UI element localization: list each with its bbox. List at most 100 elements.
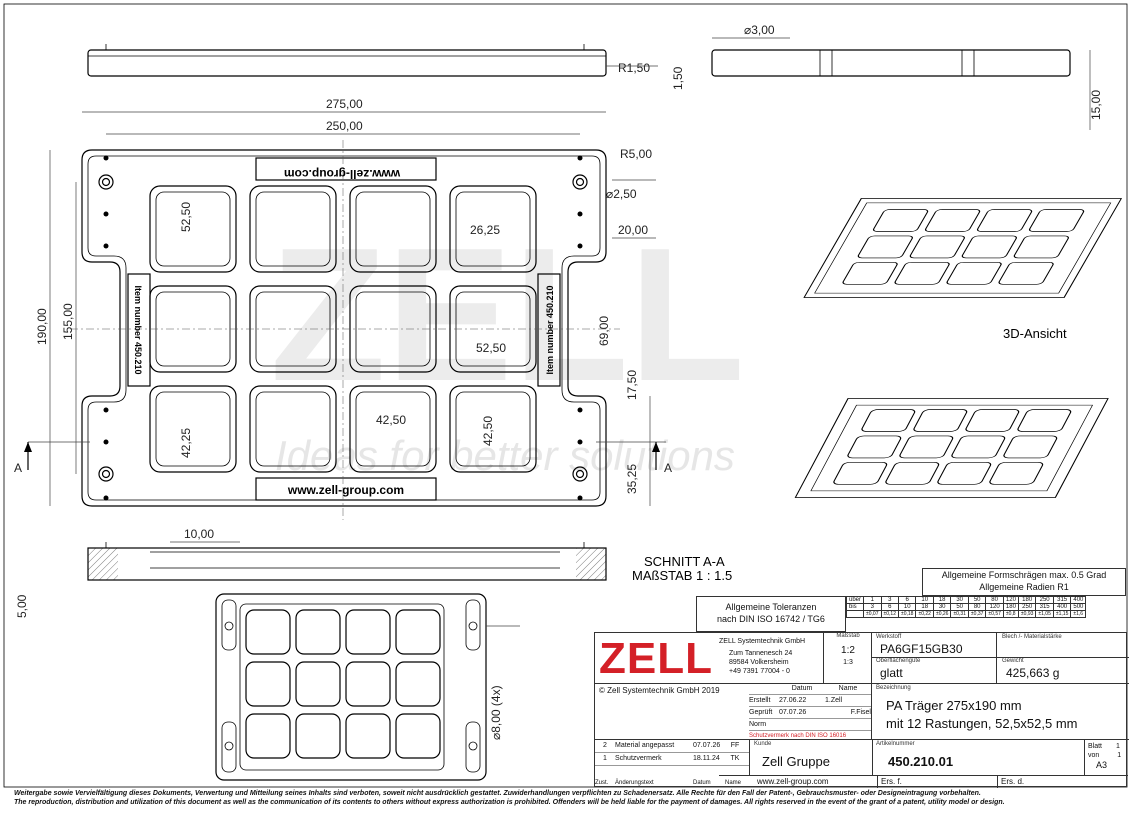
tol-bis-cell: 6 [880,603,899,611]
section-marker-right: A [664,461,672,475]
section-title: SCHNITT A-A [644,554,725,569]
designation-box: Bezeichnung PA Träger 275x190 mm mit 12 … [871,683,1129,740]
watermark-tagline: Ideas for better solutions [275,432,735,479]
blatt-value: 1 [1115,743,1120,750]
tol-bis-cell: 50 [950,603,969,611]
plate-url-bottom: www.zell-group.com [287,483,404,497]
geprueft-label: Geprüft [749,709,773,716]
scale-value-2: 1:3 [843,659,853,666]
dim-190: 190,00 [35,308,49,345]
tol-label-bis: bis [845,603,865,611]
dim-42-50-a: 42,50 [376,413,406,427]
company-address: ZELL Systemtechnik GmbH Zum Tannenesch 2… [719,637,805,676]
divider [595,683,871,684]
scale-box: Maßstab 1:2 1:3 [823,633,872,683]
iso-view-top [803,198,1123,298]
kunde-label: Kunde [754,741,772,747]
tolerance-title: Allgemeine Toleranzen [725,602,817,612]
dim-17-50: 17,50 [625,370,639,400]
section-scale: MAßSTAB 1 : 1.5 [632,568,732,583]
dim-52-50-a: 52,50 [179,202,193,232]
dim-42-25: 42,25 [179,428,193,458]
tol-bis-cell: 3 [863,603,882,611]
erstellt-date: 27.06.22 [779,697,807,704]
tol-ueber-cell: 6 [897,596,917,604]
dim-dia8: ⌀8,00 (4x) [489,685,503,740]
company-street: Zum Tannenesch 24 [729,650,793,657]
tol-value-cell: ±0,8 [1002,610,1019,618]
tol-value-cell: ±0,57 [985,610,1004,618]
artikel-label: Artikelnummer [876,741,915,747]
tol-ueber-cell: 315 [1052,596,1072,604]
zell-logo: ZELL [599,634,713,683]
customer-row: Kunde Zell Gruppe Artikelnummer 450.210.… [749,739,1129,776]
material-box: Werkstoff PA6GF15GB30 Blech /- Materials… [871,633,1129,683]
tol-value-cell: ±0,22 [915,610,934,618]
section-marker-left: A [14,461,22,475]
dim-250: 250,00 [326,119,363,133]
tol-bis-cell: 180 [1002,603,1019,611]
tol-value-cell: ±1,6 [1070,610,1087,618]
tol-ueber-cell: 50 [967,596,987,604]
plate-item-left: Item number 450.210 [133,285,143,374]
tol-bis-cell: 250 [1017,603,1037,611]
company-city: 89584 Volkersheim [729,659,789,666]
top-edge-view-left [87,44,607,77]
bezeichnung-line-2: mit 12 Rastungen, 52,5x52,5 mm [886,716,1078,731]
dim-dia3: ⌀3,00 [744,23,775,37]
gewicht-label: Gewicht [1002,658,1024,664]
geprueft-date: 07.07.26 [779,709,807,716]
dim-r1-5: R1,50 [618,61,650,75]
tol-ueber-cell: 400 [1070,596,1087,604]
copyright: © Zell Systemtechnik GmbH 2019 [599,686,720,695]
tol-ueber-cell: 80 [985,596,1004,604]
general-notes: Allgemeine Formschrägen max. 0.5 Grad Al… [922,568,1126,596]
tol-ueber-cell: 10 [915,596,934,604]
footer-url: www.zell-group.com [757,777,829,786]
dim-69: 69,00 [597,316,611,346]
tol-ueber-cell: 120 [1002,596,1019,604]
tol-value-cell: ±1,15 [1052,610,1072,618]
dim-5: 5,00 [15,594,29,618]
legal-footer: Weitergabe sowie Vervielfältigung dieses… [14,789,1124,807]
drawing-border [3,3,1128,788]
plan-dimensions [28,111,666,506]
dim-15: 15,00 [1089,90,1103,120]
section-arrow-left [24,442,32,470]
company-name: ZELL Systemtechnik GmbH [719,638,806,645]
tolerance-row-values: ±0,07±0,12±0,18±0,22±0,26±0,31±0,37±0,57… [845,610,1087,618]
dim-26-25: 26,25 [470,223,500,237]
ers-d: Ers. d. [997,776,1024,788]
tolerance-standard: nach DIN ISO 16742 / TG6 [717,614,825,624]
tol-ueber-cell: 3 [880,596,899,604]
url-row: www.zell-group.com Ers. f. Ers. d. [719,775,1128,788]
dim-dia2-5: ⌀2,50 [606,187,637,201]
dim-155: 155,00 [61,303,75,340]
norm-label: Norm [749,721,767,728]
tol-ueber-cell: 1 [863,596,882,604]
note-radii: Allgemeine Radien R1 [979,582,1069,592]
tol-value-cell: ±0,12 [880,610,899,618]
tol-bis-cell: 80 [967,603,987,611]
plate-url-top: www.zell-group.com [284,167,401,181]
werkstoff-label: Werkstoff [876,634,902,640]
tol-value-cell: ±0,18 [897,610,917,618]
tol-label-ueber: über [845,596,865,604]
geprueft-name: F.Fisel [850,709,871,716]
plan-view [70,140,620,520]
blatt-label: Blatt [1088,743,1103,750]
kunde-value: Zell Gruppe [762,754,830,769]
section-view [87,541,607,581]
tol-bis-cell: 30 [932,603,952,611]
dim-r5: R5,00 [620,147,652,161]
von-value: 1 [1117,752,1122,759]
